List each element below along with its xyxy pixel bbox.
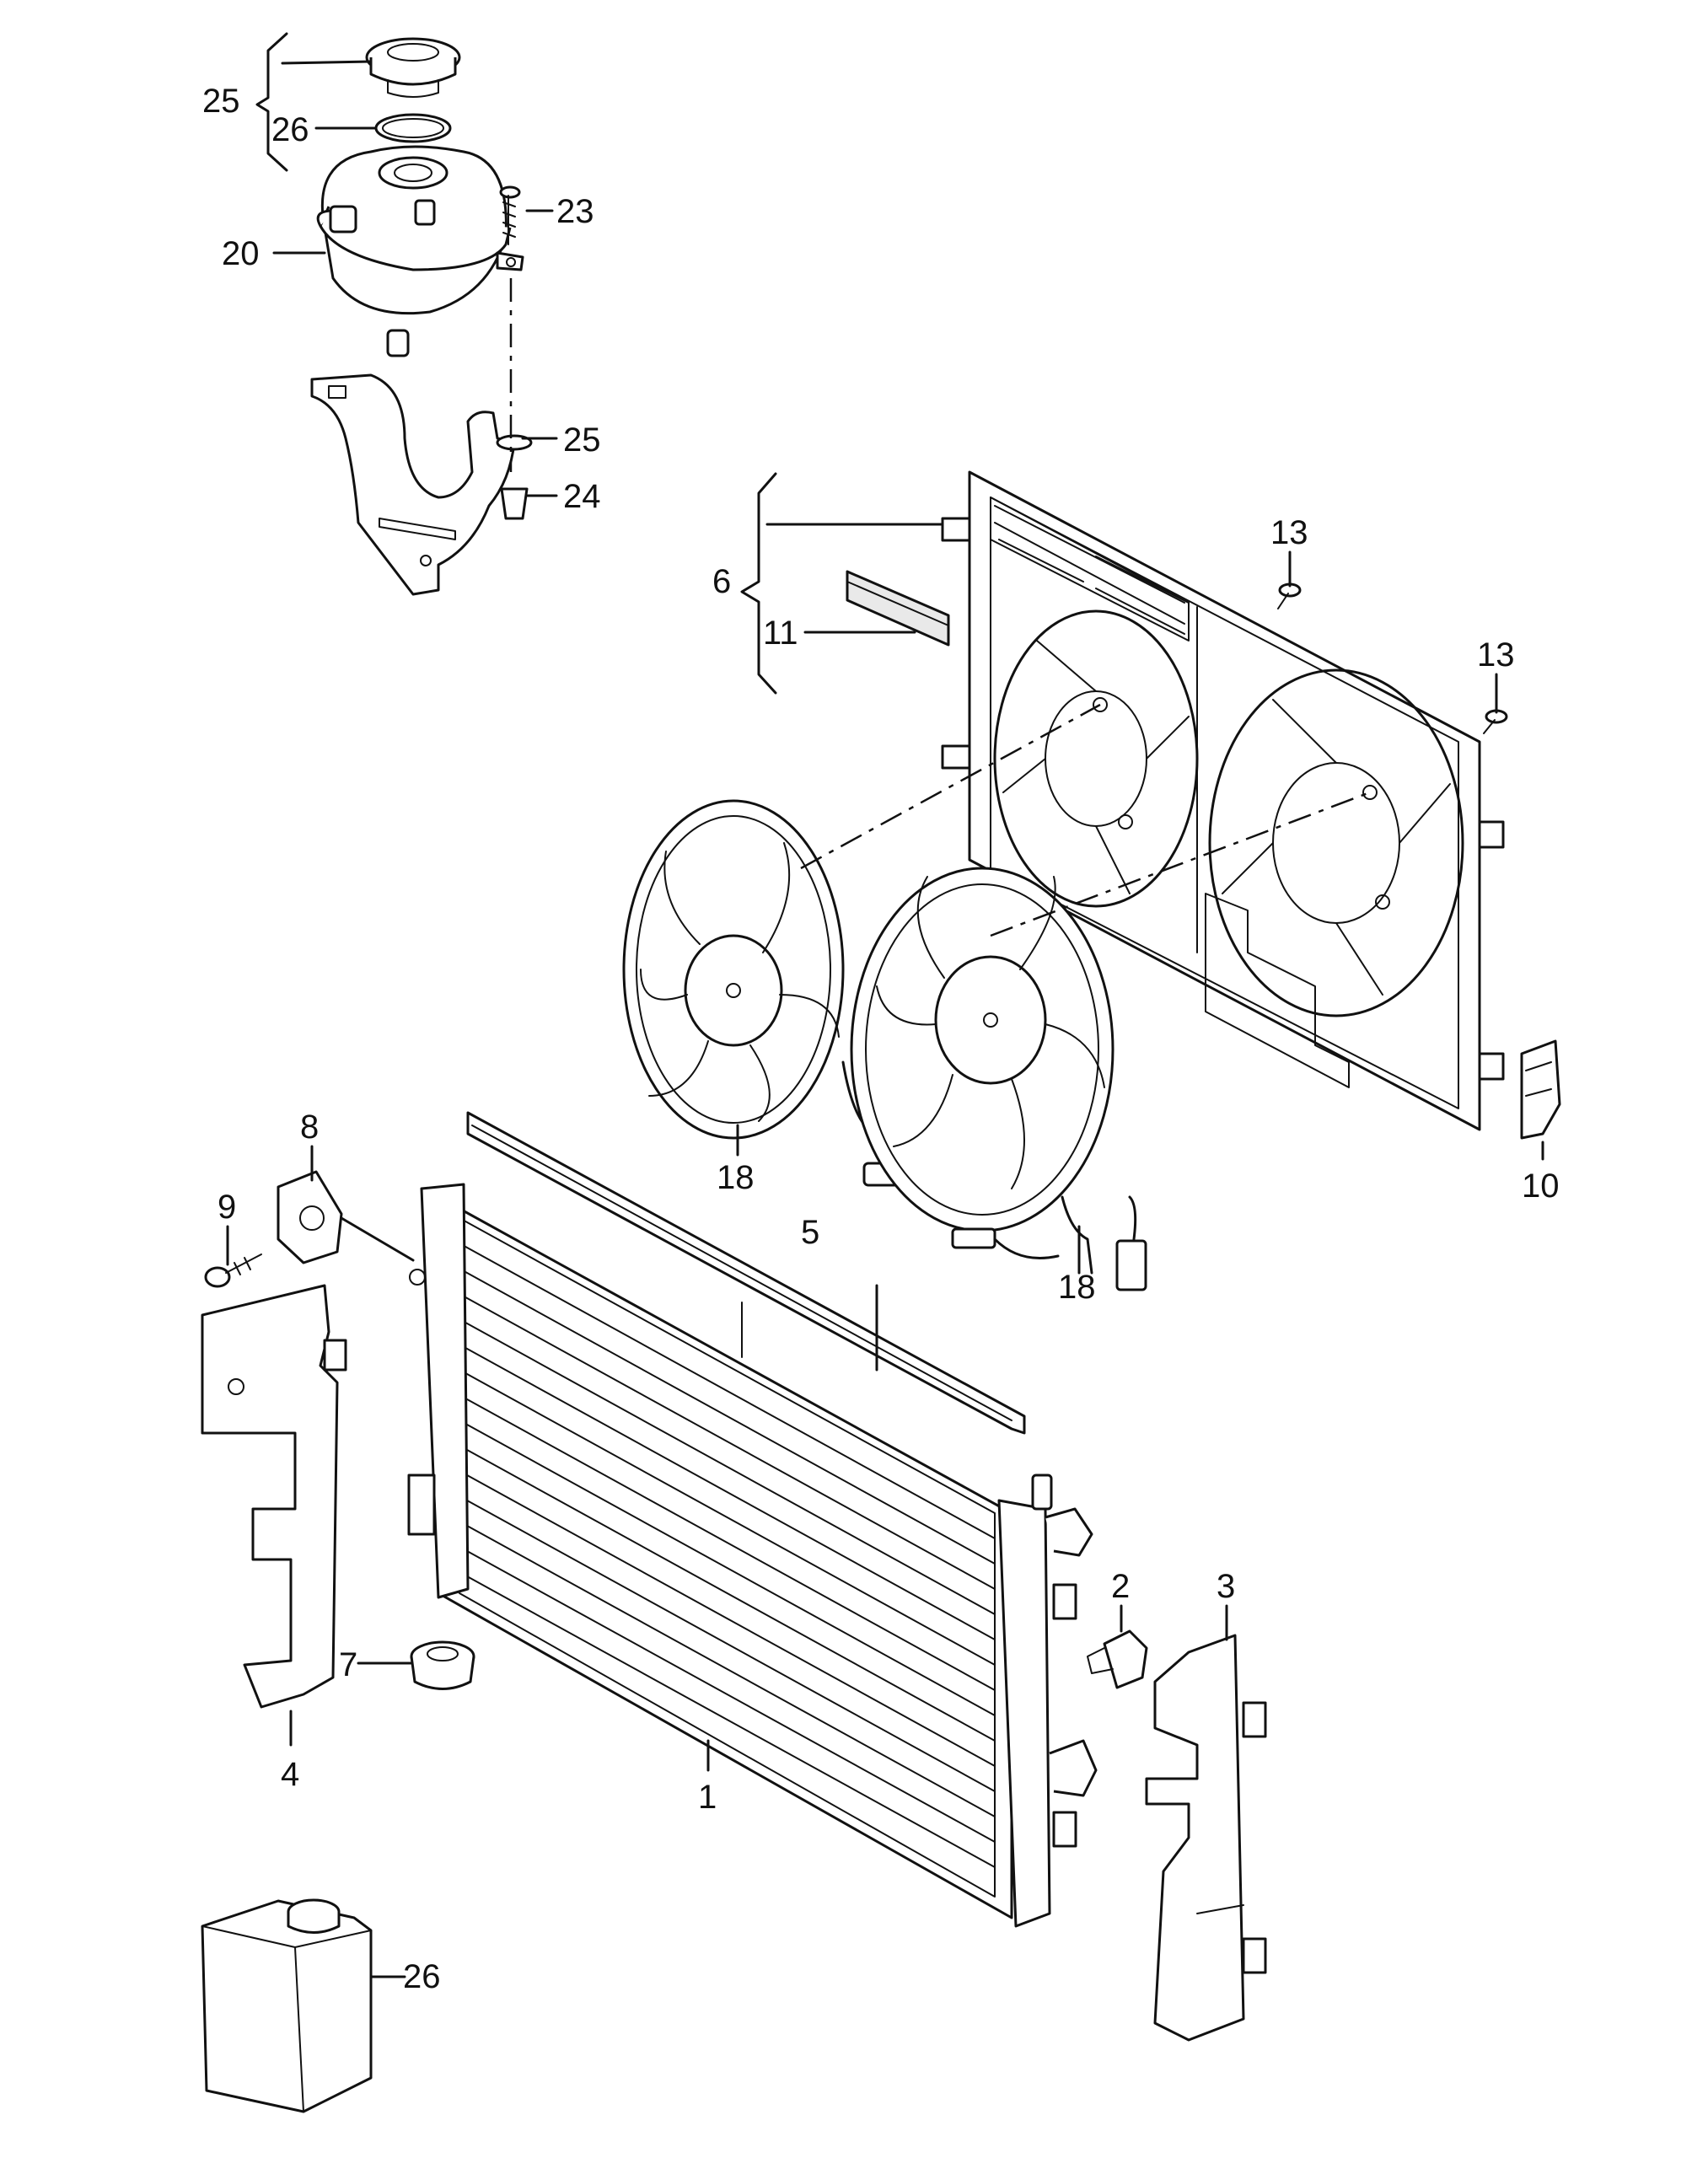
- expansion-tank: [316, 145, 524, 357]
- callout-23: 23: [556, 193, 594, 230]
- bracket-6: [740, 472, 777, 695]
- radiator: [407, 1183, 1098, 1928]
- callout-18b: 18: [1058, 1269, 1096, 1306]
- callout-20: 20: [222, 235, 260, 272]
- callout-2: 2: [1111, 1568, 1130, 1605]
- callout-9: 9: [218, 1189, 236, 1226]
- callout-11: 11: [763, 615, 798, 652]
- callout-4: 4: [281, 1756, 299, 1793]
- air-guide-right-3: [1145, 1634, 1267, 2042]
- bolt-23: [499, 185, 521, 245]
- callout-8: 8: [300, 1109, 319, 1146]
- callout-13a: 13: [1270, 514, 1308, 551]
- callout-10: 10: [1522, 1168, 1560, 1205]
- callout-25: 25: [563, 421, 601, 459]
- bolt-13a: [1277, 582, 1302, 609]
- callout-26: 26: [403, 1958, 441, 1995]
- callout-22: 26: [271, 111, 309, 148]
- callout-1: 1: [698, 1779, 717, 1816]
- filler-cap: [365, 37, 461, 98]
- screw-9: [204, 1253, 262, 1288]
- rubber-mount-8: [277, 1170, 415, 1264]
- seal-strip-11: [846, 570, 950, 647]
- callout-5: 5: [801, 1214, 819, 1251]
- nut-24: [500, 487, 529, 520]
- tank-bracket: [310, 373, 516, 596]
- fan-shroud: [941, 470, 1505, 1131]
- callout-6: 6: [712, 563, 731, 600]
- callout-24: 24: [563, 478, 601, 515]
- fan-right: [850, 867, 1147, 1291]
- callout-3: 3: [1217, 1568, 1235, 1605]
- sleeve-7: [410, 1640, 475, 1690]
- bolt-13b: [1483, 709, 1508, 734]
- callout-18a: 18: [717, 1159, 755, 1196]
- callout-7: 7: [339, 1646, 357, 1683]
- radiator-fins: [459, 1243, 996, 1868]
- leader-lines: [226, 60, 1544, 1978]
- callout-21: 25: [202, 83, 240, 120]
- seal-ring: [374, 113, 452, 143]
- air-guide-left-4: [201, 1284, 347, 1709]
- seal-strip-5: [466, 1111, 1026, 1435]
- callout-13b: 13: [1477, 636, 1515, 674]
- temperature-sender-2: [1087, 1629, 1148, 1689]
- coolant-canister-26: [201, 1898, 373, 2113]
- clip-10: [1520, 1039, 1561, 1140]
- bracket-21: [255, 32, 288, 172]
